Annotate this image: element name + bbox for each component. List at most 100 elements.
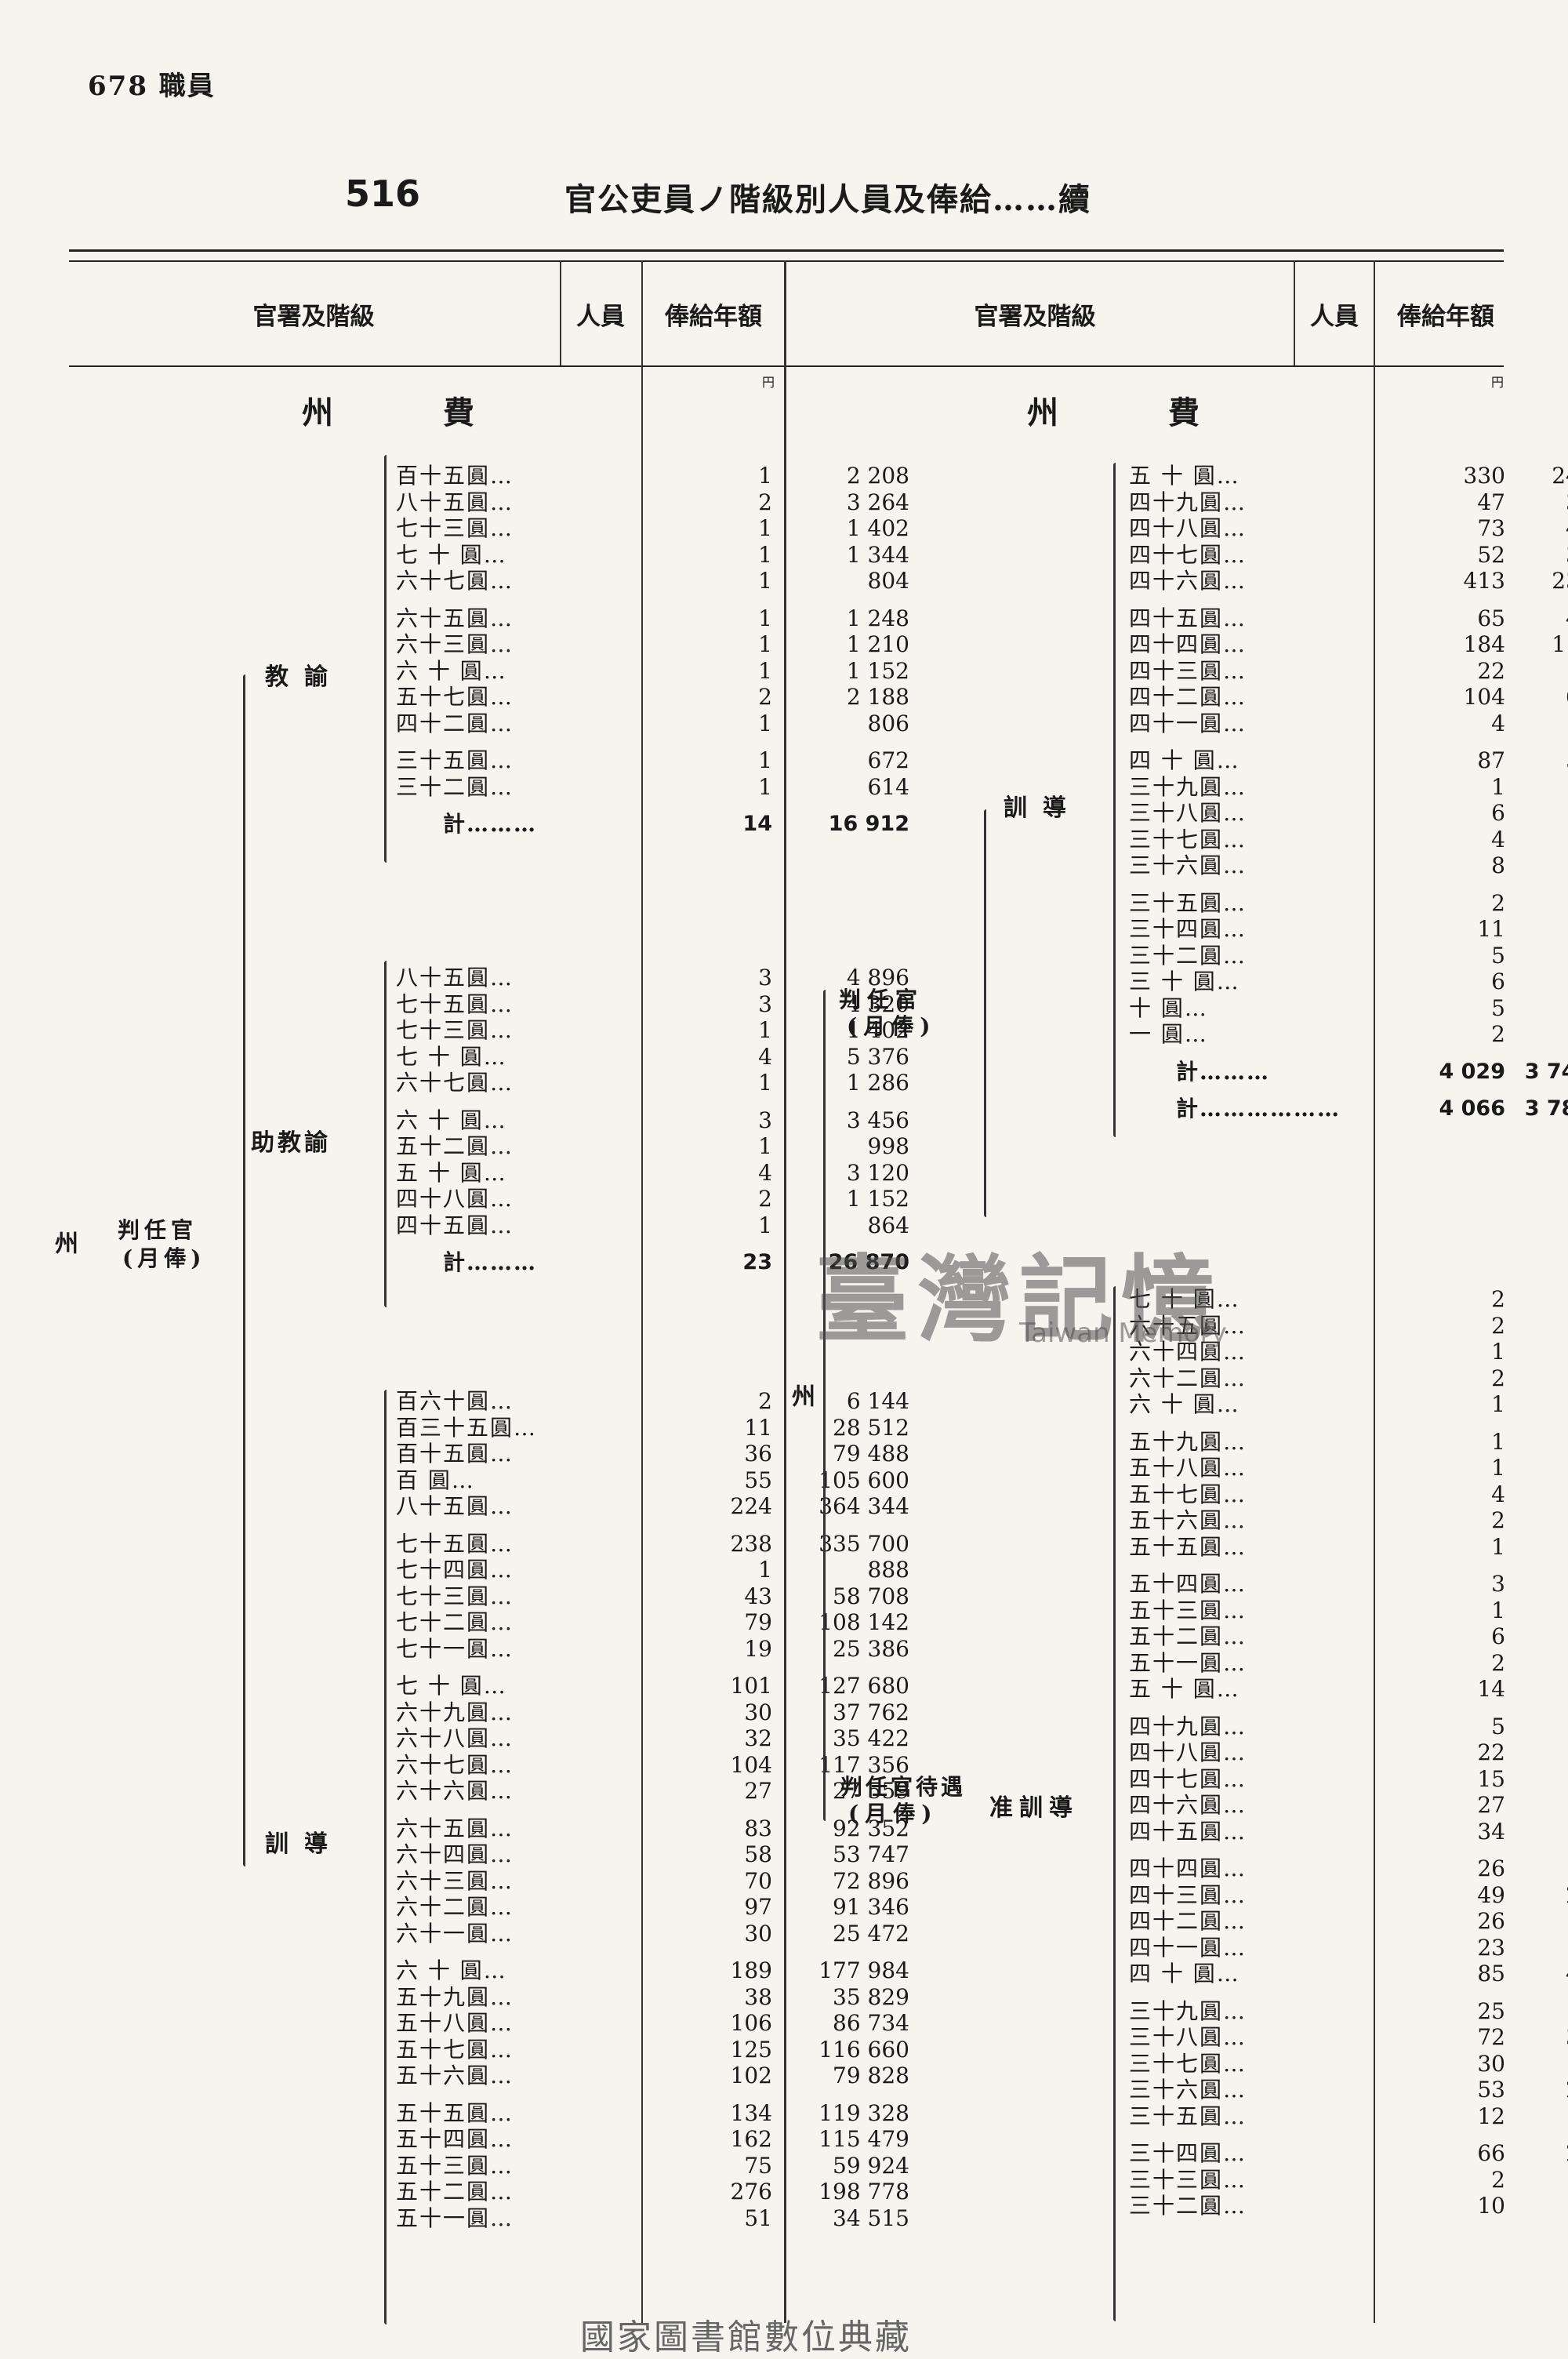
salary-cell: 59 924 — [833, 2152, 909, 2179]
left-label-kundo: 訓導 — [265, 1830, 343, 1858]
salary-cell: 864 — [867, 1212, 909, 1238]
salary-cell: 2 208 — [846, 463, 909, 489]
persons-cell: 1 — [1491, 1339, 1505, 1365]
grade-cell: 七十三圓… — [396, 515, 514, 541]
persons-cell: 52 — [1477, 541, 1505, 568]
table-row: 五十三圓…1636 — [1129, 1598, 1505, 1624]
brace-kundo — [384, 1390, 387, 2324]
salary-cell: 3 264 — [846, 489, 909, 515]
salary-cell: 1 402 — [846, 1017, 909, 1043]
table-row — [396, 800, 533, 811]
persons-cell: 1 — [1491, 1597, 1505, 1623]
salary-cell: 25 284 — [1566, 1882, 1568, 1909]
persons-cell: 4 — [758, 1043, 772, 1070]
grade-cell: 六 十 圓… — [396, 1107, 507, 1133]
persons-cell: 2 — [1491, 1365, 1505, 1391]
salary-cell: 35 829 — [833, 1983, 909, 2010]
table-row: 三十四圓…117 183 — [1129, 916, 1505, 943]
salary-cell: 48 622 — [1566, 515, 1568, 542]
persons-cell: 51 — [744, 2205, 772, 2231]
grade-cell: 四十三圓… — [1129, 657, 1247, 684]
right-block-kundo: 五 十 圓…330245 520四十九圓…4735 402四十八圓…7348 6… — [1129, 463, 1568, 1122]
grade-cell: 七十一圓… — [396, 1635, 514, 1662]
persons-cell: 2 — [758, 1388, 772, 1414]
salary-cell: 105 600 — [818, 1467, 909, 1493]
grade-cell: 三十六圓… — [1129, 2077, 1247, 2103]
grade-cell: 六十四圓… — [396, 1841, 514, 1867]
persons-cell: 4 — [1491, 826, 1505, 852]
persons-cell: 1 — [1491, 1455, 1505, 1481]
table-row: 四十六圓…413238 568 — [1129, 568, 1568, 594]
table-row — [1129, 1845, 1266, 1856]
persons-cell: 5 — [1491, 994, 1505, 1021]
table-row: 四十三圓…4925 284 — [1129, 1882, 1568, 1909]
salary-cell: 14 904 — [1566, 1792, 1568, 1819]
persons-cell: 2 — [1491, 1286, 1505, 1312]
header-persons-left: 人員 — [576, 303, 625, 331]
grade-cell: 三十七圓… — [1129, 2050, 1247, 2077]
table-row: 三十六圓…85 528 — [1129, 852, 1505, 879]
grade-cell: 四十八圓… — [396, 1186, 514, 1212]
grade-cell: 六 十 圓… — [1129, 1391, 1240, 1417]
salary-cell: 238 568 — [1552, 568, 1568, 594]
grade-cell: 四十八圓… — [1129, 515, 1247, 541]
persons-cell: 4 — [758, 1159, 772, 1186]
table-row — [396, 1662, 533, 1673]
persons-cell: 32 — [744, 1725, 772, 1751]
persons-cell: 11 — [1477, 916, 1505, 942]
table-row: 四十七圓…158 460 — [1129, 1766, 1505, 1793]
persons-cell: 66 — [1477, 2140, 1505, 2166]
persons-cell: 106 — [730, 2010, 772, 2036]
table-row — [396, 1520, 533, 1531]
table-row: 三十九圓…1749 — [1129, 774, 1505, 801]
persons-cell: 30 — [744, 1920, 772, 1946]
grade-cell: 三十二圓… — [1129, 2193, 1247, 2219]
salary-cell: 5 376 — [846, 1043, 909, 1070]
table-row: 五十八圓…1696 — [1129, 1455, 1505, 1481]
persons-cell: 3 — [758, 1107, 772, 1133]
grade-cell: 七十三圓… — [396, 1017, 514, 1043]
footer-credit: 國家圖書館數位典藏 — [580, 2317, 912, 2357]
table-row: 三十七圓…42 840 — [1129, 827, 1505, 853]
persons-cell: 97 — [744, 1894, 772, 1920]
salary-cell: 86 734 — [833, 2010, 909, 2036]
table-row: 四十二圓…2613 104 — [1129, 1908, 1568, 1935]
grade-cell: 三十六圓… — [1129, 852, 1247, 878]
persons-cell: 72 — [1477, 2024, 1505, 2050]
persons-cell: 3 — [1491, 1571, 1505, 1597]
watermark-text: 臺灣記憶 — [815, 1245, 1223, 1355]
table-row — [1129, 1048, 1266, 1059]
persons-cell: 2 — [758, 1186, 772, 1212]
salary-cell: 35 402 — [1566, 489, 1568, 516]
grade-cell: 三十三圓… — [1129, 2166, 1247, 2193]
persons-cell: 5 — [1491, 1713, 1505, 1739]
salary-cell: 25 472 — [833, 1920, 909, 1946]
persons-cell: 26 — [1477, 1908, 1505, 1934]
table-row: 三十八圓…7232 832 — [1129, 2024, 1568, 2051]
grade-cell: 五 十 圓… — [1129, 463, 1240, 489]
table-row: 四十一圓…42 263 — [1129, 711, 1505, 737]
table-row: 三 十 圓…63 456 — [1129, 969, 1505, 995]
table-row: 四十一圓…2311 316 — [1129, 1935, 1568, 1961]
persons-cell: 4 — [1491, 710, 1505, 736]
table-row: 六十二圓…21 488 — [1129, 1365, 1505, 1392]
persons-cell: 15 — [1477, 1765, 1505, 1792]
persons-cell: 4 029 — [1439, 1059, 1505, 1084]
persons-cell: 14 — [742, 812, 772, 836]
table-row — [1129, 736, 1266, 747]
header-salary-left: 俸給年額 — [665, 303, 762, 331]
salary-cell: 63 590 — [1566, 684, 1568, 711]
grade-cell: 五十一圓… — [1129, 1649, 1247, 1676]
persons-cell: 3 — [758, 990, 772, 1017]
